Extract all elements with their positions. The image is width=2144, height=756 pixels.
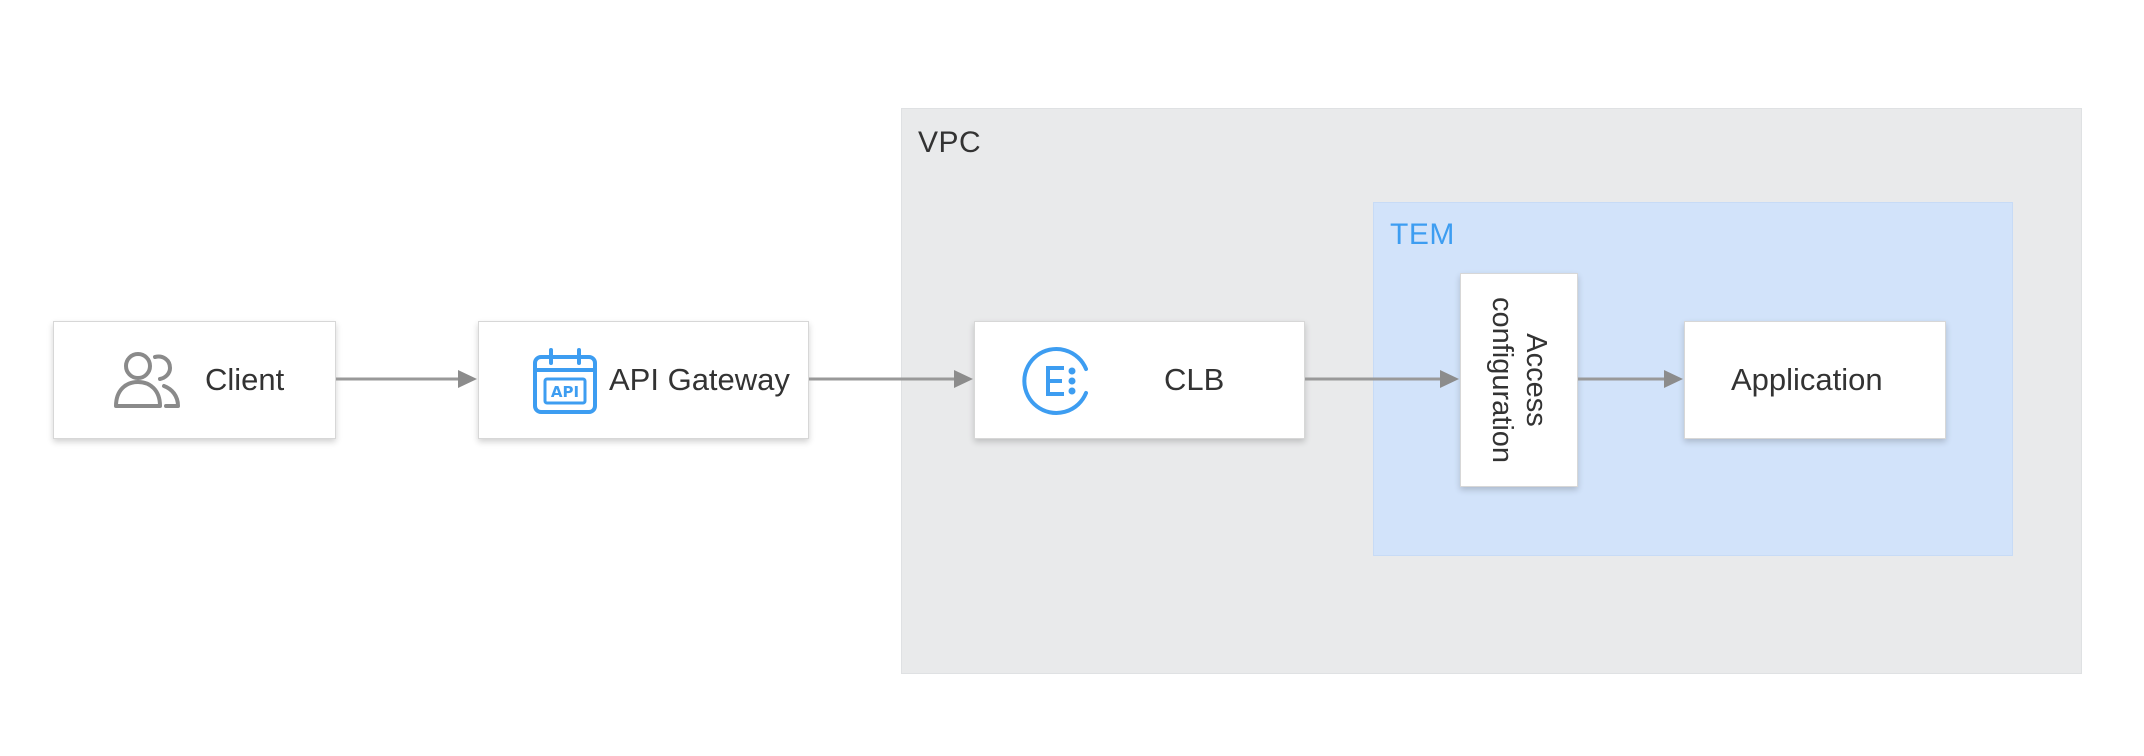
client-label: Client bbox=[205, 362, 285, 397]
access-configuration-label: Access configuration bbox=[1486, 296, 1552, 464]
application-node[interactable]: Application bbox=[1684, 321, 1946, 439]
users-icon bbox=[110, 344, 184, 418]
clb-node[interactable]: CLB bbox=[974, 321, 1305, 439]
api-gateway-node[interactable]: API API Gateway bbox=[478, 321, 809, 439]
arrowhead-icon bbox=[458, 370, 477, 388]
clb-label: CLB bbox=[1164, 362, 1225, 397]
clb-icon bbox=[1019, 343, 1095, 419]
access-configuration-node[interactable]: Access configuration bbox=[1460, 273, 1578, 487]
client-node[interactable]: Client bbox=[53, 321, 336, 439]
api-gateway-icon: API bbox=[529, 345, 601, 417]
api-gateway-label: API Gateway bbox=[609, 362, 790, 397]
edge-client-to-api-gateway bbox=[336, 370, 477, 388]
tem-label: TEM bbox=[1390, 218, 1455, 251]
svg-text:API: API bbox=[551, 383, 579, 401]
application-label: Application bbox=[1731, 362, 1883, 397]
vpc-label: VPC bbox=[918, 126, 982, 159]
